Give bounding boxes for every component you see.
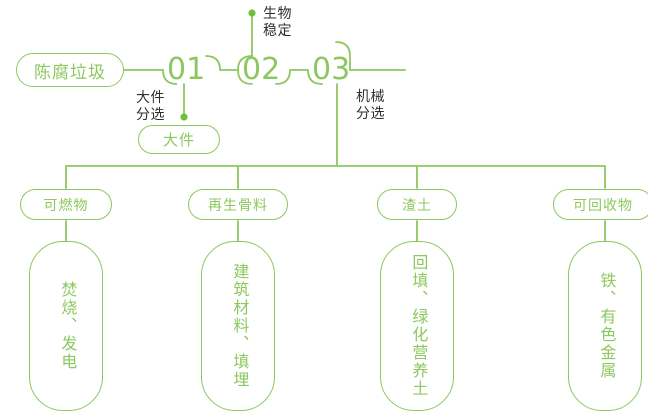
output-box-4[interactable]: 铁、有色金属 — [568, 241, 642, 411]
stage-number-03[interactable]: 03 — [312, 52, 351, 87]
output-box-4-text: 铁、有色金属 — [597, 272, 615, 380]
output-pill-2[interactable]: 再生骨料 — [188, 189, 288, 220]
output-box-3[interactable]: 回填、绿化营养土 — [380, 241, 454, 411]
arc-stage2-topleft — [237, 55, 253, 71]
output-box-2-text: 建筑材料、填埋 — [230, 263, 248, 389]
arc-stage3-top — [335, 41, 351, 71]
output-pill-4[interactable]: 可回收物 — [553, 189, 648, 220]
node-source-label: 陈腐垃圾 — [34, 62, 106, 82]
annotation-stage3-line2: 分选 — [356, 105, 385, 122]
annotation-stage1-line2: 分选 — [136, 106, 165, 123]
annotation-stage2: 生物 稳定 — [263, 5, 292, 39]
arc-stage2-bottomleft — [237, 69, 253, 85]
annotation-stage2-line1: 生物 — [263, 5, 292, 21]
output-pill-2-label: 再生骨料 — [208, 196, 268, 213]
annotation-stage1-line1: 大件 — [136, 89, 165, 105]
output-pill-4-label: 可回收物 — [573, 196, 633, 213]
annotation-stage2-line2: 稳定 — [263, 22, 292, 39]
output-box-3-text: 回填、绿化营养土 — [409, 254, 427, 398]
stage-number-01[interactable]: 01 — [167, 52, 206, 87]
output-box-1-text: 焚烧、发电 — [58, 281, 76, 371]
annotation-stage1: 大件 分选 — [136, 89, 165, 123]
arc-stage1-bottom — [162, 69, 178, 85]
arc-stage2-bottomright — [275, 69, 291, 85]
node-side-output-label: 大件 — [162, 132, 195, 149]
arc-stage3-bottomleft — [307, 69, 323, 85]
output-pill-1[interactable]: 可燃物 — [20, 189, 112, 220]
arc-stage1-top — [205, 55, 221, 71]
dot-stage2-branch — [248, 9, 256, 17]
stage-number-02[interactable]: 02 — [242, 52, 281, 87]
output-pill-3[interactable]: 渣土 — [377, 189, 457, 220]
annotation-stage3: 机械 分选 — [356, 88, 385, 122]
output-box-2[interactable]: 建筑材料、填埋 — [201, 241, 275, 411]
annotation-stage3-line1: 机械 — [356, 88, 385, 104]
output-pill-1-label: 可燃物 — [43, 196, 89, 213]
output-pill-3-label: 渣土 — [402, 196, 432, 213]
output-box-1[interactable]: 焚烧、发电 — [29, 241, 103, 411]
node-side-output[interactable]: 大件 — [138, 125, 220, 154]
node-source[interactable]: 陈腐垃圾 — [16, 53, 124, 87]
dot-stage1-branch — [180, 113, 188, 121]
